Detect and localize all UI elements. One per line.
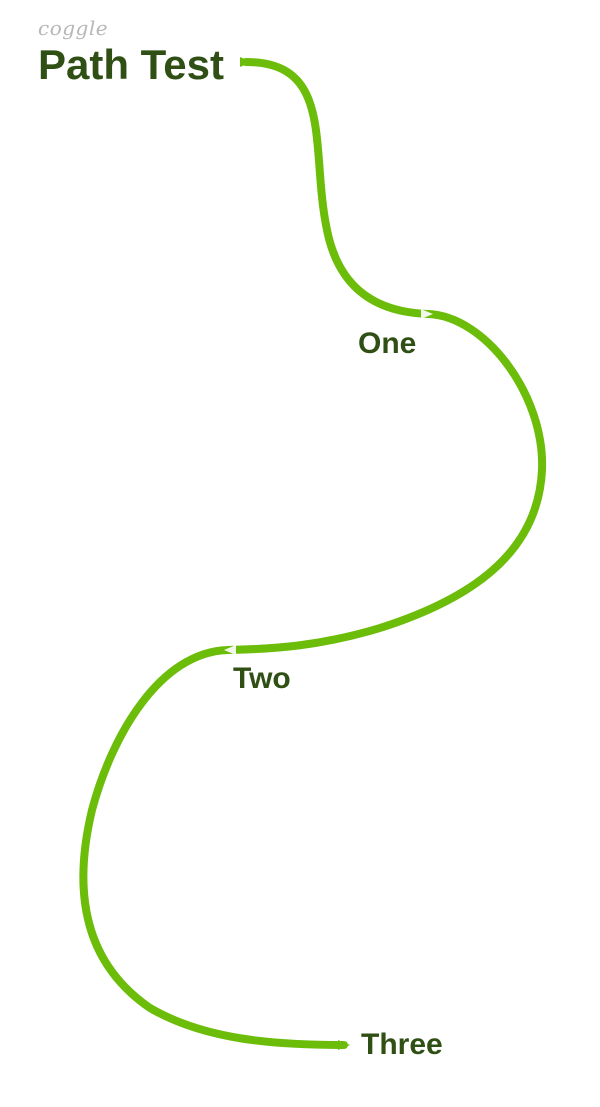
node-three-label[interactable]: Three <box>361 1028 443 1061</box>
branch-one-to-two[interactable] <box>224 310 547 654</box>
branch-end-marker-two <box>224 645 236 655</box>
node-one-label[interactable]: One <box>358 327 417 360</box>
root-node-label[interactable]: Path Test <box>38 41 224 88</box>
branch-end-marker-root <box>240 57 252 67</box>
node-two-label[interactable]: Two <box>233 662 291 695</box>
branch-end-marker-one <box>421 309 433 319</box>
branch-root-to-one[interactable] <box>242 58 432 318</box>
branch-end-marker-three <box>338 1040 350 1050</box>
branch-two-to-three[interactable] <box>79 646 348 1049</box>
coggle-logo: coggle <box>38 16 109 40</box>
